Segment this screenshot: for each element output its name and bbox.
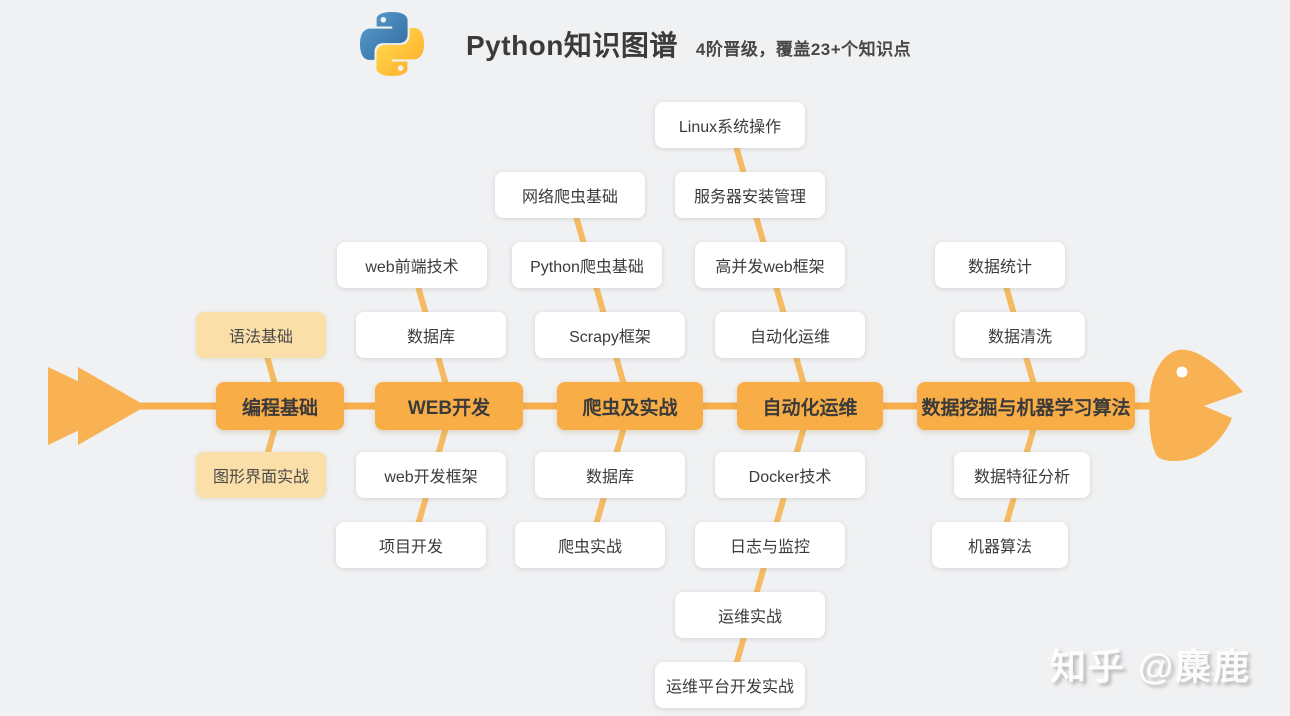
- branch-topic-box: 数据库: [356, 312, 506, 358]
- branch-topic-box: Scrapy框架: [535, 312, 685, 358]
- branch-topic-box: 服务器安装管理: [675, 172, 825, 218]
- fish-head-icon: [1149, 349, 1243, 462]
- page-title: Python知识图谱: [466, 30, 678, 61]
- branch-topic-box: 运维平台开发实战: [655, 662, 805, 708]
- branch-topic-box: 数据库: [535, 452, 685, 498]
- branch-topic-box: web开发框架: [356, 452, 506, 498]
- page-subtitle: 4阶晋级，覆盖23+个知识点: [695, 40, 912, 59]
- watermark: 知乎 @麋鹿: [1050, 646, 1252, 687]
- fish-tail-icon: [48, 367, 146, 445]
- stage-node-4: 自动化运维: [737, 382, 883, 430]
- branch-topic-box: 数据清洗: [955, 312, 1085, 358]
- branch-topic-box: Python爬虫基础: [512, 242, 662, 288]
- stage-node-5: 数据挖掘与机器学习算法: [917, 382, 1135, 430]
- stage-node-3: 爬虫及实战: [557, 382, 703, 430]
- stage-node-1: 编程基础: [216, 382, 344, 430]
- branch-topic-box: Linux系统操作: [655, 102, 805, 148]
- branch-topic-box: 运维实战: [675, 592, 825, 638]
- branch-topic-box: 数据特征分析: [954, 452, 1090, 498]
- branch-topic-box: 高并发web框架: [695, 242, 845, 288]
- branch-topic-box: 语法基础: [196, 312, 326, 358]
- branch-topic-box: 自动化运维: [715, 312, 865, 358]
- header: Python知识图谱 4阶晋级，覆盖23+个知识点: [360, 8, 911, 80]
- branch-topic-box: 机器算法: [932, 522, 1068, 568]
- branch-topic-box: 项目开发: [336, 522, 486, 568]
- stage-node-2: WEB开发: [375, 382, 523, 430]
- fish-eye-icon: [1176, 366, 1188, 378]
- branch-topic-box: 网络爬虫基础: [495, 172, 645, 218]
- branch-topic-box: 图形界面实战: [196, 452, 326, 498]
- branch-topic-box: web前端技术: [337, 242, 487, 288]
- branch-topic-box: Docker技术: [715, 452, 865, 498]
- branch-topic-box: 日志与监控: [695, 522, 845, 568]
- branch-topic-box: 爬虫实战: [515, 522, 665, 568]
- python-logo-icon: [360, 12, 424, 76]
- branch-topic-box: 数据统计: [935, 242, 1065, 288]
